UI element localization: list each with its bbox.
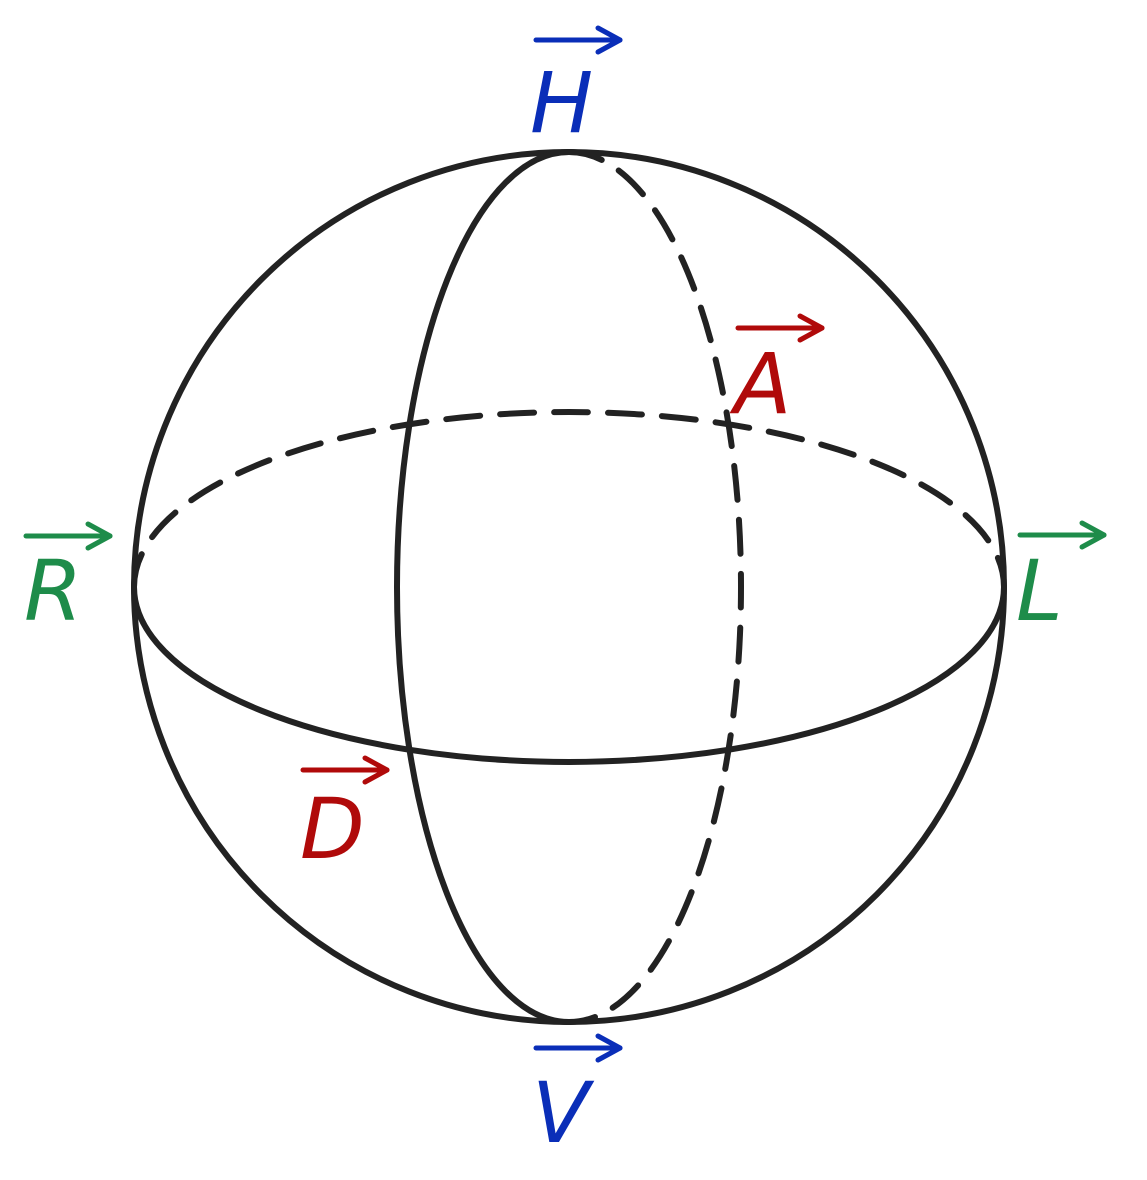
arrow-head-h	[595, 25, 623, 55]
meridian-back-dashed	[566, 149, 744, 1025]
meridian-front-solid	[394, 149, 572, 1025]
label-l: L	[1016, 520, 1107, 640]
label-r-text: R	[24, 542, 82, 640]
arrow-head-a	[797, 313, 825, 343]
label-l-text: L	[1016, 542, 1063, 640]
label-d-text: D	[300, 780, 365, 878]
label-h: H	[530, 25, 623, 152]
label-v: V	[532, 1033, 623, 1162]
equator-back-dashed	[131, 409, 1007, 590]
label-v-text: V	[532, 1064, 595, 1162]
label-r: R	[23, 521, 113, 640]
arrow-head-v	[595, 1033, 623, 1063]
label-a-text: A	[729, 335, 791, 433]
sphere-outline	[131, 149, 1007, 1025]
label-a: A	[729, 313, 825, 433]
arrow-head-d	[362, 755, 390, 785]
arrow-head-l	[1079, 520, 1107, 550]
label-h-text: H	[530, 54, 593, 152]
equator-front-solid	[131, 584, 1007, 765]
arrow-head-r	[85, 521, 113, 551]
label-d: D	[300, 755, 390, 878]
